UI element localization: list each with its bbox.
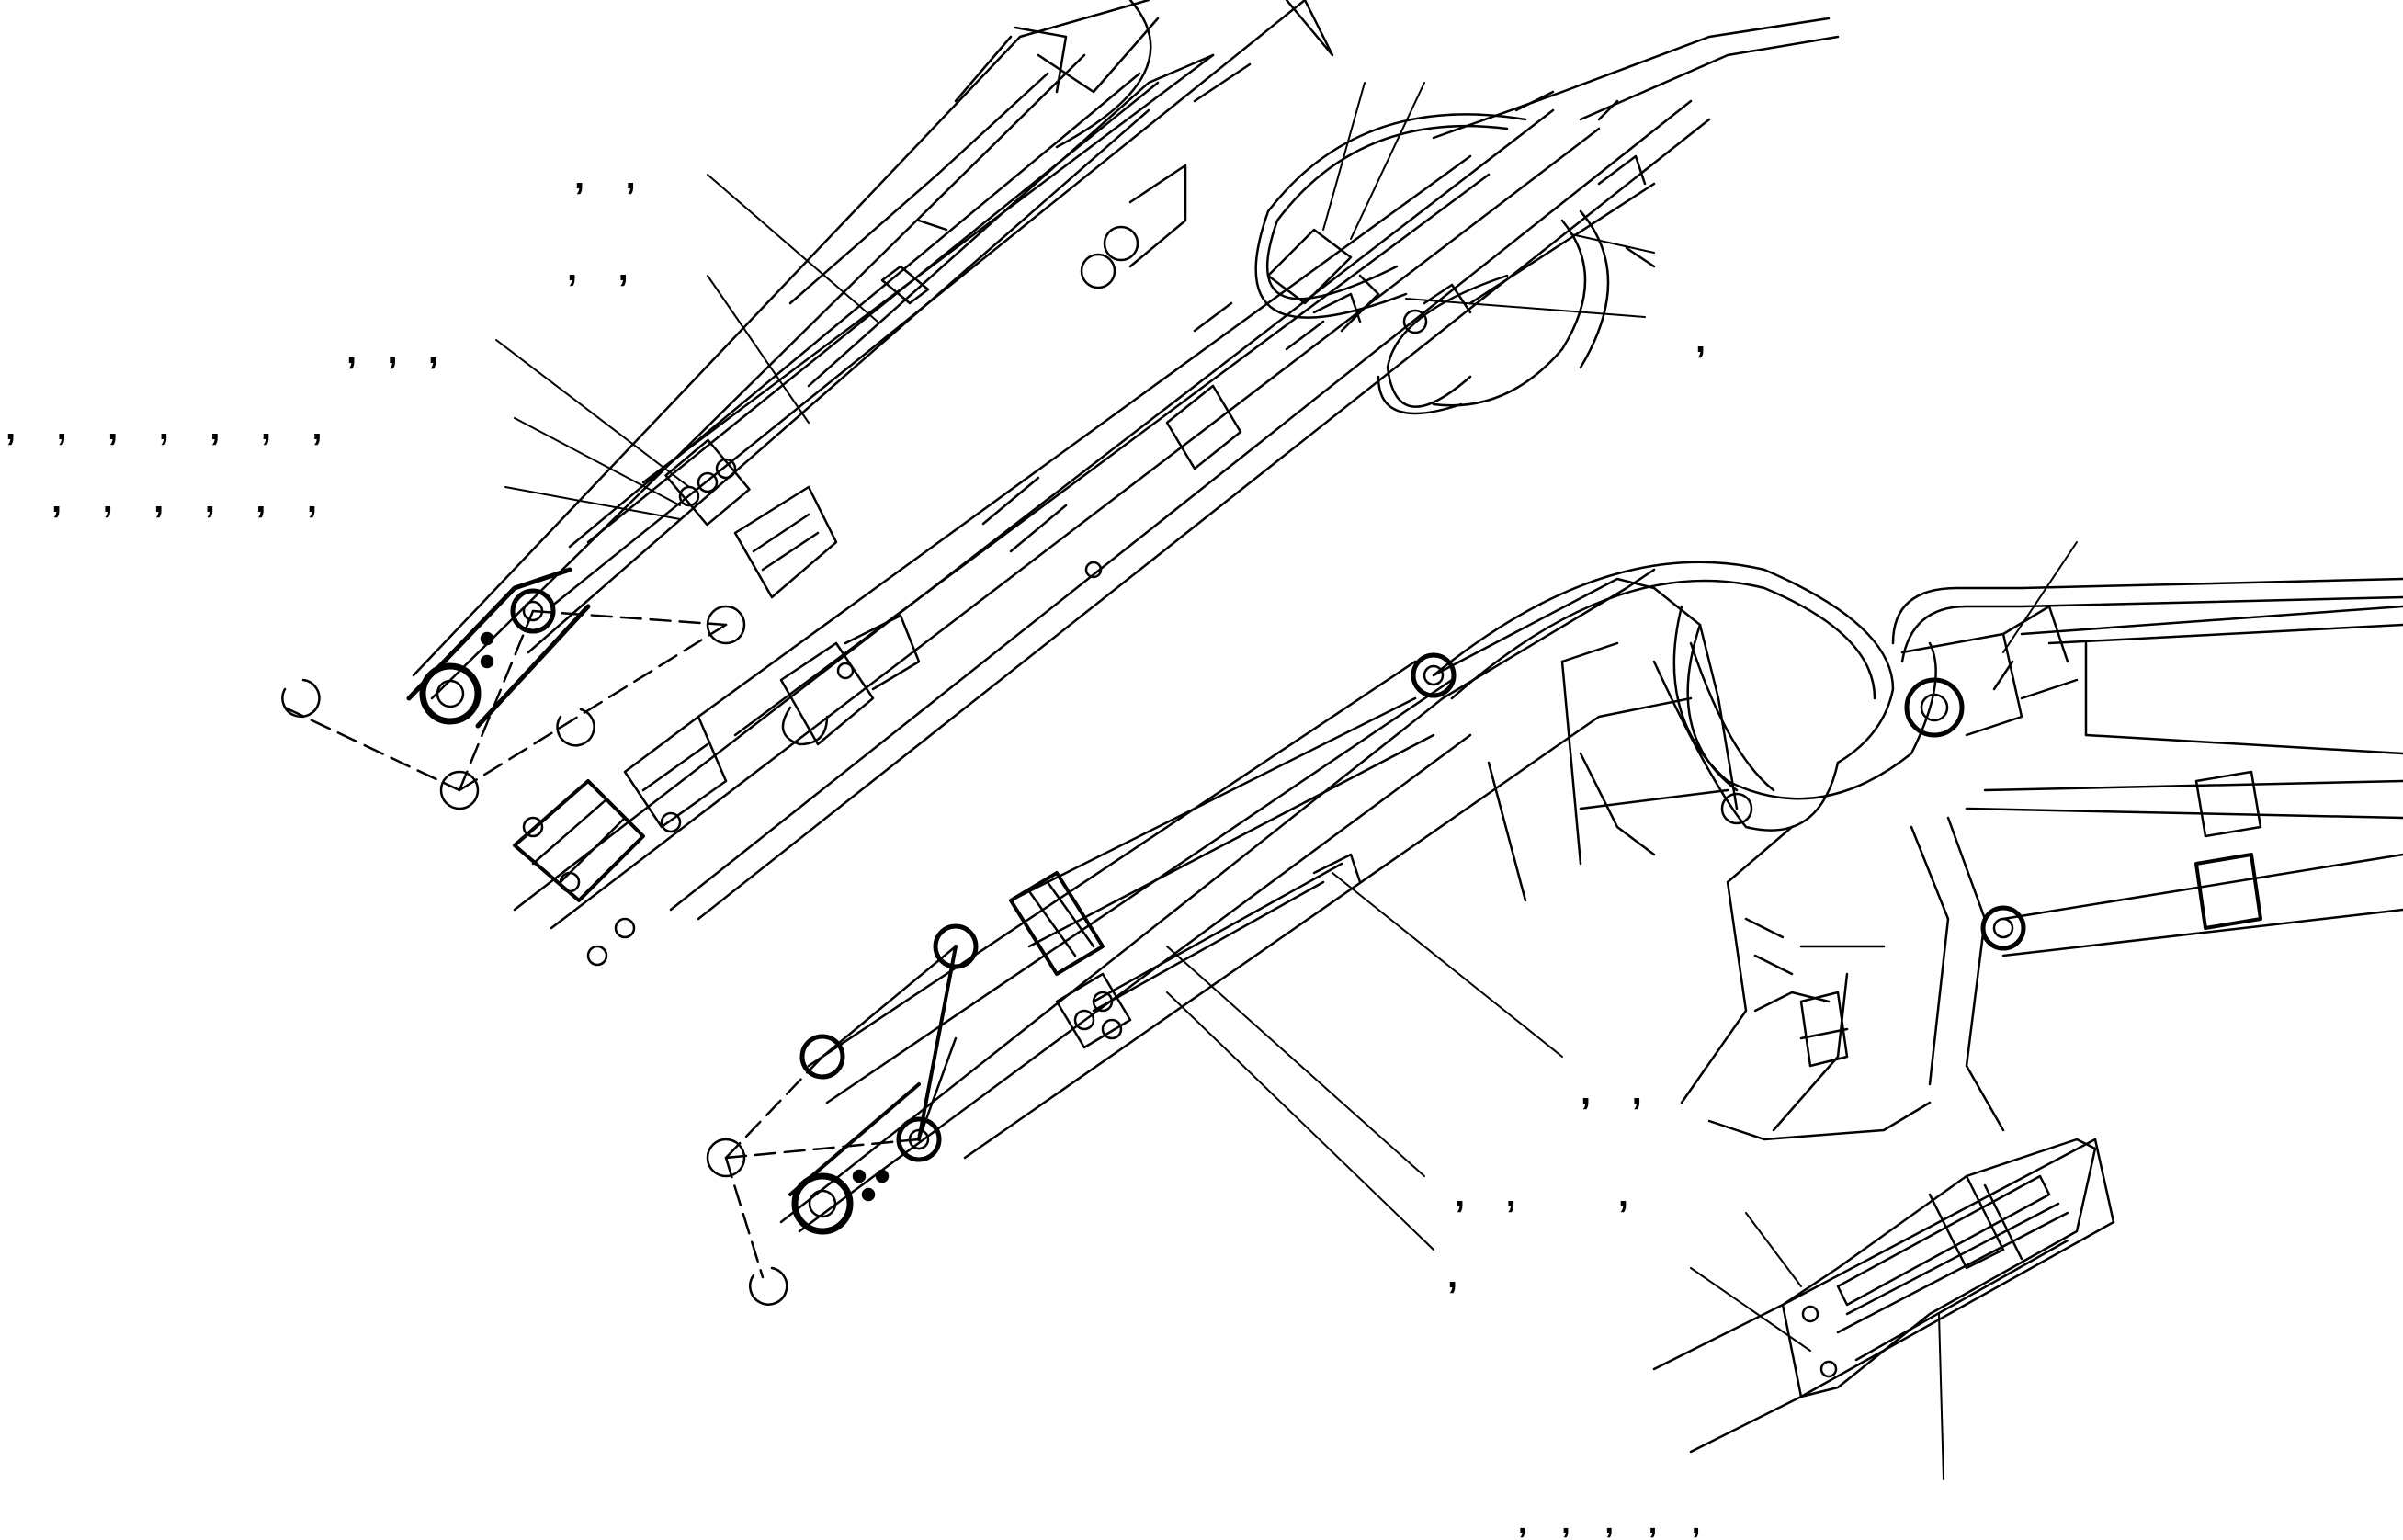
callout-label-6: , (1695, 320, 1706, 360)
callout-label-3: , , , (346, 331, 439, 371)
callout-label-5: , , , , , , (51, 480, 317, 520)
callout-label-4: , , , , , , , (6, 407, 323, 447)
lower-boom-assembly (706, 561, 2403, 1306)
callout-label-1: , , (574, 156, 636, 197)
callout-label-2: , , (567, 248, 629, 289)
detail-inset (1652, 1138, 2115, 1454)
upper-arm-assembly (281, 0, 1334, 810)
callout-label-10: , , , , , (1518, 1505, 1701, 1540)
callout-label-8: , , , (1455, 1174, 1628, 1215)
callout-label-7: , , (1581, 1071, 1642, 1112)
callout-label-9: , (1447, 1255, 1458, 1296)
leader-lines (495, 82, 2078, 1480)
upper-boom-assembly (513, 17, 1840, 967)
